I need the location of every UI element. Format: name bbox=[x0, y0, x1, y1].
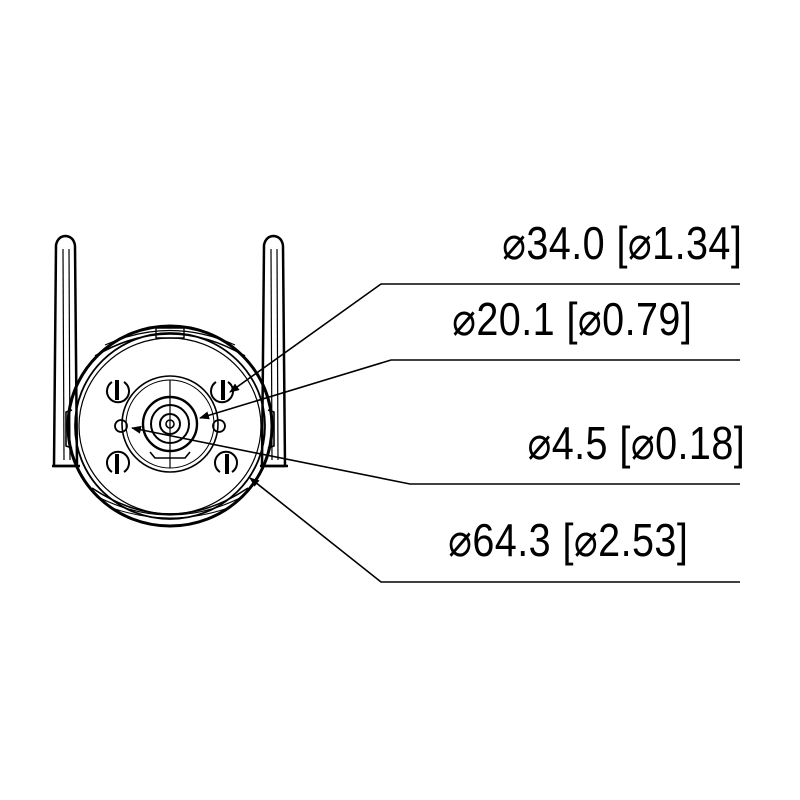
lens-assembly bbox=[121, 375, 219, 473]
right-led-hole bbox=[212, 419, 226, 433]
camera-body bbox=[65, 324, 275, 528]
leader-screw-hole bbox=[131, 425, 740, 485]
dimension-label-lens: ⌀20.1 [⌀0.79] bbox=[451, 293, 692, 345]
dimension-label-lens-housing: ⌀34.0 [⌀1.34] bbox=[501, 217, 742, 269]
left-mic-hole bbox=[114, 419, 128, 433]
leader-body bbox=[249, 477, 740, 583]
leader-lens bbox=[199, 359, 740, 420]
dimension-label-screw-hole: ⌀4.5 [⌀0.18] bbox=[527, 417, 745, 469]
leader-lens-housing bbox=[229, 283, 740, 393]
dimension-label-body: ⌀64.3 [⌀2.53] bbox=[447, 514, 688, 566]
